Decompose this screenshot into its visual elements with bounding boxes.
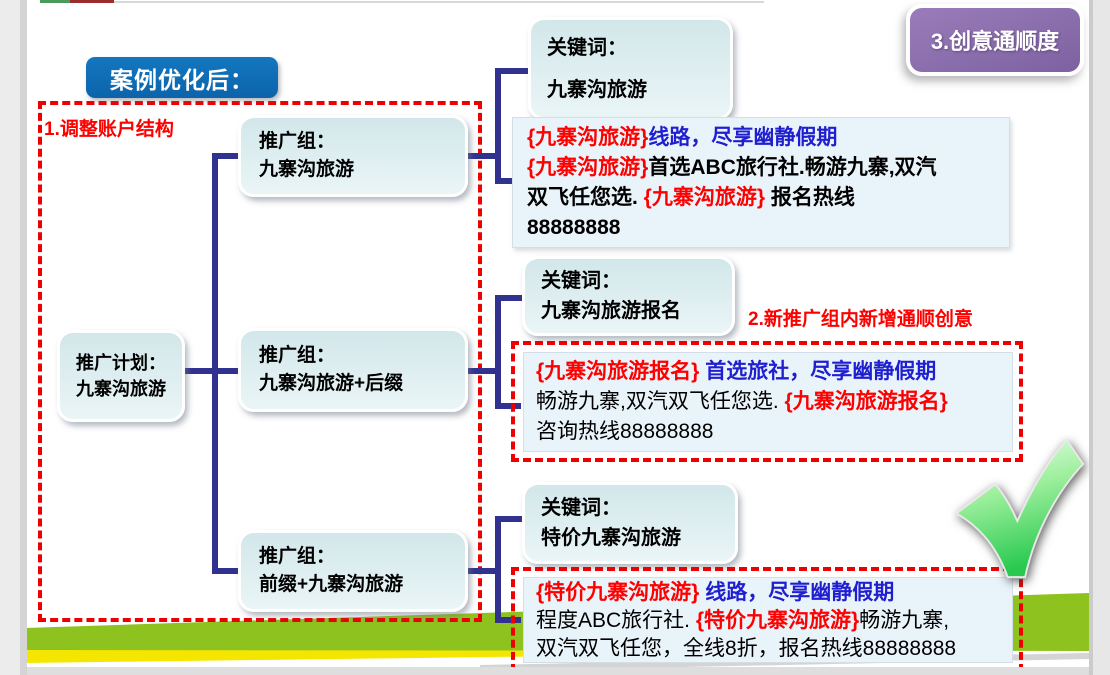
- top-sliver-green: [40, 0, 70, 3]
- creative-segment: {九寨沟旅游报名}: [784, 390, 948, 413]
- creative-frame-3: {特价九寨沟旅游} 线路，尽享幽静假期程度ABC旅行社. {特价九寨沟旅游}畅游…: [511, 567, 1023, 672]
- creative-segment: 线路，尽享幽静假期: [699, 581, 895, 604]
- creative-segment: {九寨沟旅游}: [643, 186, 766, 209]
- group3-value: 前缀+九寨沟旅游: [259, 574, 404, 595]
- group3-label: 推广组：: [259, 545, 336, 567]
- creative-segment: 首选旅社，尽享幽静假期: [699, 360, 937, 383]
- account-structure-outline: [38, 101, 482, 622]
- step2-annotation: 2.新推广组内新增通顺创意: [748, 309, 973, 330]
- creative-segment: {九寨沟旅游}: [527, 156, 649, 179]
- keyword1-label: 关键词：: [547, 36, 627, 59]
- keyword-node-1: 关键词： 九寨沟旅游: [528, 17, 733, 120]
- right-margin-shade: [1089, 0, 1093, 675]
- creative-box-1: {九寨沟旅游}线路，尽享幽静假期{九寨沟旅游}首选ABC旅行社.畅游九寨,双汽双…: [512, 117, 1010, 248]
- fluency-label: 3.创意通顺度: [930, 29, 1060, 54]
- creative-line: {九寨沟旅游}线路，尽享幽静假期: [527, 123, 995, 153]
- creative-segment: 畅游九寨,双汽双飞任您选.: [536, 390, 785, 413]
- creative-line: 咨询热线88888888: [536, 417, 1000, 447]
- top-sliver-gray: [114, 1, 764, 3]
- creative-box-2: {九寨沟旅游报名} 首选旅社，尽享幽静假期畅游九寨,双汽双飞任您选. {九寨沟旅…: [523, 352, 1013, 452]
- bottom-margin: [0, 667, 1110, 675]
- creative-segment: {特价九寨沟旅游}: [536, 581, 700, 604]
- creative-line: 程度ABC旅行社. {特价九寨沟旅游}畅游九寨,: [536, 607, 1000, 635]
- keyword1-value: 九寨沟旅游: [547, 78, 647, 101]
- creative-segment: 畅游九寨,: [859, 609, 950, 632]
- creative-segment: 双汽双飞任您，全线8折，报名热线88888888: [536, 637, 957, 660]
- creative-line: 双汽双飞任您，全线8折，报名热线88888888: [536, 635, 1000, 663]
- keyword3-value: 特价九寨沟旅游: [541, 527, 681, 549]
- group1-value: 九寨沟旅游: [259, 159, 355, 180]
- creative-segment: {九寨沟旅游}: [527, 126, 649, 149]
- creative-frame-2: {九寨沟旅游报名} 首选旅社，尽享幽静假期畅游九寨,双汽双飞任您选. {九寨沟旅…: [511, 341, 1023, 462]
- creative-line: 畅游九寨,双汽双飞任您选. {九寨沟旅游报名}: [536, 387, 1000, 417]
- creative-segment: {特价九寨沟旅游}: [695, 609, 860, 632]
- keyword-node-3: 关键词： 特价九寨沟旅游: [522, 482, 738, 564]
- keyword2-value: 九寨沟旅游报名: [541, 300, 681, 322]
- creative-line: 双飞任您选. {九寨沟旅游} 报名热线: [527, 183, 995, 213]
- creative-segment: 双飞任您选.: [527, 186, 644, 209]
- fluency-badge: 3.创意通顺度: [906, 4, 1084, 76]
- right-margin: [1093, 0, 1110, 675]
- creative-line: {九寨沟旅游}首选ABC旅行社.畅游九寨,双汽: [527, 153, 995, 183]
- creative-segment: 线路，尽享幽静假期: [648, 126, 838, 149]
- creative-line: 88888888: [527, 213, 995, 243]
- keyword3-label: 关键词：: [541, 497, 621, 519]
- creative-segment: 咨询热线88888888: [536, 420, 714, 443]
- creative-segment: 首选ABC旅行社.畅游九寨,双汽: [648, 156, 937, 179]
- creative-segment: 程度ABC旅行社.: [536, 609, 696, 632]
- group2-label: 推广组：: [259, 344, 336, 366]
- creative-line: {特价九寨沟旅游} 线路，尽享幽静假期: [536, 579, 1000, 607]
- plan-line2: 九寨沟旅游: [76, 379, 166, 399]
- green-check-icon: [954, 438, 1085, 579]
- group-node-1: 推广组： 九寨沟旅游: [238, 115, 468, 197]
- step1-annotation: 1.调整账户结构: [44, 119, 174, 140]
- creative-segment: {九寨沟旅游报名}: [536, 360, 700, 383]
- creative-segment: 88888888: [527, 216, 621, 239]
- left-margin: [0, 0, 20, 675]
- group-node-2: 推广组： 九寨沟旅游+后缀: [238, 328, 468, 412]
- creative-line: {九寨沟旅游报名} 首选旅社，尽享幽静假期: [536, 357, 1000, 387]
- case-after-badge: 案例优化后：: [86, 57, 278, 98]
- creative-segment: 报名热线: [765, 186, 855, 209]
- group-node-3: 推广组： 前缀+九寨沟旅游: [238, 530, 468, 612]
- case-after-label: 案例优化后：: [110, 66, 254, 93]
- creative-box-3: {特价九寨沟旅游} 线路，尽享幽静假期程度ABC旅行社. {特价九寨沟旅游}畅游…: [523, 577, 1013, 663]
- plan-node: 推广计划： 九寨沟旅游: [57, 330, 185, 422]
- group2-value: 九寨沟旅游+后缀: [259, 373, 404, 394]
- left-margin-shade: [20, 0, 27, 675]
- keyword2-label: 关键词：: [541, 270, 621, 292]
- group1-label: 推广组：: [259, 130, 336, 152]
- top-sliver-red: [70, 0, 114, 3]
- plan-line1: 推广计划：: [76, 352, 166, 373]
- keyword-node-2: 关键词： 九寨沟旅游报名: [522, 256, 735, 336]
